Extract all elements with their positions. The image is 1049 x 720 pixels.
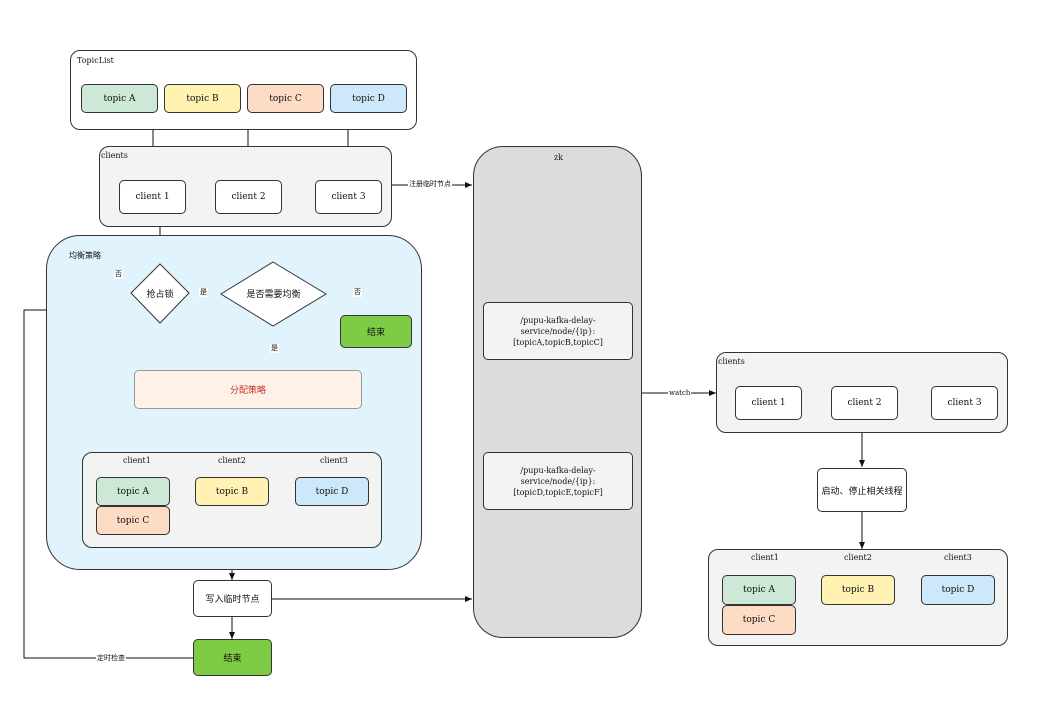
need-balance-diamond <box>220 261 327 327</box>
register-temp-node-label: 注册临时节点 <box>408 180 452 189</box>
topic-c-box: topic C <box>247 84 324 113</box>
watch-label: watch <box>668 389 692 398</box>
need-yes-label: 是 <box>270 344 279 353</box>
right-assign-topic-b: topic B <box>821 575 895 605</box>
start-stop-threads-box: 启动、停止相关线程 <box>817 468 907 512</box>
assign-topic-b: topic B <box>195 477 269 506</box>
zk-node-1: /pupu-kafka-delay-service/node/{ip}: [to… <box>483 302 633 360</box>
timer-check-label: 定时检查 <box>96 654 126 663</box>
assign-header-client3: client3 <box>320 456 348 465</box>
balance-strategy-title: 均衡策略 <box>69 251 101 260</box>
client-2-box: client 2 <box>215 180 282 214</box>
clients-top-title: clients <box>101 151 128 160</box>
write-temp-node-box: 写入临时节点 <box>193 580 272 617</box>
client-1-box: client 1 <box>119 180 186 214</box>
zk-container: zk <box>473 146 642 638</box>
clients-right-title: clients <box>718 357 745 366</box>
end-box-inner: 结束 <box>340 315 412 348</box>
right-client-1-box: client 1 <box>735 386 802 420</box>
right-assign-header-client3: client3 <box>944 553 972 562</box>
assign-topic-a: topic A <box>96 477 170 506</box>
topic-list-title: TopicList <box>77 56 114 65</box>
assign-topic-d: topic D <box>295 477 369 506</box>
right-client-2-box: client 2 <box>831 386 898 420</box>
need-balance-label: 是否需要均衡 <box>246 290 301 300</box>
lock-yes-label: 是 <box>199 288 208 297</box>
lock-label: 抢占锁 <box>146 290 174 300</box>
topic-b-box: topic B <box>164 84 241 113</box>
right-assign-header-client2: client2 <box>844 553 872 562</box>
allocation-strategy-box: 分配策略 <box>134 370 362 409</box>
end-box-final: 结束 <box>193 639 272 676</box>
assign-topic-c: topic C <box>96 506 170 535</box>
client-3-box: client 3 <box>315 180 382 214</box>
right-assign-header-client1: client1 <box>751 553 779 562</box>
assign-header-client2: client2 <box>218 456 246 465</box>
lock-no-label: 否 <box>114 270 123 279</box>
right-assign-topic-c: topic C <box>722 605 796 635</box>
topic-d-box: topic D <box>330 84 407 113</box>
zk-title: zk <box>553 153 564 162</box>
right-assign-topic-d: topic D <box>921 575 995 605</box>
need-no-label: 否 <box>353 288 362 297</box>
zk-node-2: /pupu-kafka-delay-service/node/{ip}: [to… <box>483 452 633 510</box>
right-assign-topic-a: topic A <box>722 575 796 605</box>
right-client-3-box: client 3 <box>931 386 998 420</box>
lock-diamond <box>130 263 190 324</box>
topic-a-box: topic A <box>81 84 158 113</box>
assign-header-client1: client1 <box>123 456 151 465</box>
